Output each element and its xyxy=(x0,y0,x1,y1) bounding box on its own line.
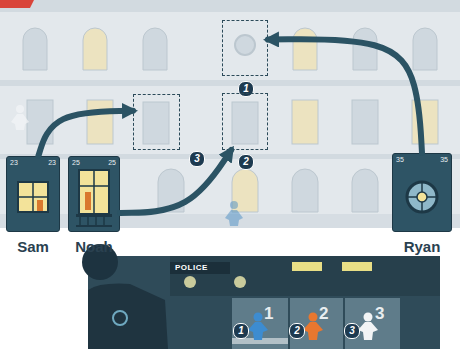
decor-shape xyxy=(303,322,323,340)
decor-shape xyxy=(0,0,34,8)
decor-shape xyxy=(170,256,440,296)
decor-shape xyxy=(364,313,373,322)
card-value: 23 xyxy=(48,159,56,166)
callout-number: 1 xyxy=(238,81,254,97)
decor-shape xyxy=(0,80,460,86)
decor-shape xyxy=(225,210,243,226)
card-value: 25 xyxy=(108,159,116,166)
decor-shape xyxy=(417,192,427,202)
window-card: 3535Ryan xyxy=(392,153,452,232)
callout-number: 2 xyxy=(289,323,305,339)
decor-shape xyxy=(113,311,127,325)
decor-shape xyxy=(83,28,107,70)
callout-number: 1 xyxy=(233,323,249,339)
decor-shape xyxy=(103,217,105,225)
placement-arrow xyxy=(120,150,231,213)
decor-shape xyxy=(421,182,423,212)
player-name: Noah xyxy=(69,239,119,254)
decor-shape xyxy=(143,28,167,70)
card-value: 25 xyxy=(72,159,80,166)
decor-shape xyxy=(412,100,438,144)
decor-shape xyxy=(232,169,258,212)
decor-shape xyxy=(11,105,29,130)
decor-shape xyxy=(37,200,43,211)
decor-shape xyxy=(170,262,230,274)
decor-shape xyxy=(87,100,113,144)
decor-shape xyxy=(358,322,378,340)
decor-shape xyxy=(352,169,378,212)
decor-shape xyxy=(292,262,322,271)
decor-shape xyxy=(76,214,112,217)
decor-shape xyxy=(309,313,318,322)
decor-shape xyxy=(79,185,109,187)
track-number: 2 xyxy=(319,305,328,322)
decor-shape xyxy=(87,217,89,225)
decor-shape xyxy=(18,182,48,212)
callout-number: 3 xyxy=(189,151,205,167)
decor-shape xyxy=(232,298,288,349)
placement-arrow xyxy=(38,111,133,156)
decor-shape xyxy=(293,28,317,70)
callout-number: 2 xyxy=(238,154,254,170)
track-number: 3 xyxy=(375,305,384,322)
decor-shape xyxy=(88,284,168,349)
card-value: 23 xyxy=(10,159,18,166)
decor-shape xyxy=(76,225,112,227)
decor-shape xyxy=(79,170,109,214)
decor-shape xyxy=(290,298,343,349)
decor-shape xyxy=(11,114,29,130)
track-number: 1 xyxy=(264,305,273,322)
police-sign: POLICE xyxy=(175,264,208,272)
decor-shape xyxy=(292,100,318,144)
placement-arrow xyxy=(268,39,422,153)
decor-shape xyxy=(413,28,437,70)
placement-slot: 2 xyxy=(222,93,268,150)
decor-shape xyxy=(248,322,268,340)
window-card: 2323Sam xyxy=(6,156,60,232)
decor-shape xyxy=(0,0,460,12)
decor-shape xyxy=(27,100,53,144)
decor-shape xyxy=(352,100,378,144)
decor-shape xyxy=(95,217,97,225)
decor-shape xyxy=(345,298,400,349)
decor-shape xyxy=(254,313,263,322)
decor-shape xyxy=(93,170,95,214)
decor-shape xyxy=(79,217,81,225)
decor-shape xyxy=(88,256,440,349)
window-card: 2525Noah xyxy=(68,156,120,232)
decor-shape xyxy=(18,196,48,198)
decor-shape xyxy=(23,28,47,70)
card-window xyxy=(18,170,437,227)
card-value: 35 xyxy=(396,156,404,163)
police-track xyxy=(82,244,440,349)
decor-shape xyxy=(235,35,255,55)
placement-slot: 3 xyxy=(133,94,180,150)
callout-number: 3 xyxy=(344,323,360,339)
decor-shape xyxy=(353,28,377,70)
decor-shape xyxy=(407,196,437,198)
card-value: 35 xyxy=(440,156,448,163)
decor-shape xyxy=(158,169,184,212)
decor-shape xyxy=(32,182,34,212)
placement-slot: 1 xyxy=(222,20,268,76)
decor-shape xyxy=(225,201,243,226)
decor-shape xyxy=(232,102,258,144)
decor-shape xyxy=(85,192,91,210)
player-name: Sam xyxy=(7,239,59,254)
player-name: Ryan xyxy=(393,239,451,254)
decor-shape xyxy=(143,102,169,144)
decor-shape xyxy=(16,105,24,113)
decor-shape xyxy=(342,262,372,271)
decor-shape xyxy=(292,169,318,212)
decor-shape xyxy=(230,201,238,209)
decor-shape xyxy=(407,182,437,212)
decor-shape xyxy=(234,276,246,288)
decor-shape xyxy=(184,276,196,288)
